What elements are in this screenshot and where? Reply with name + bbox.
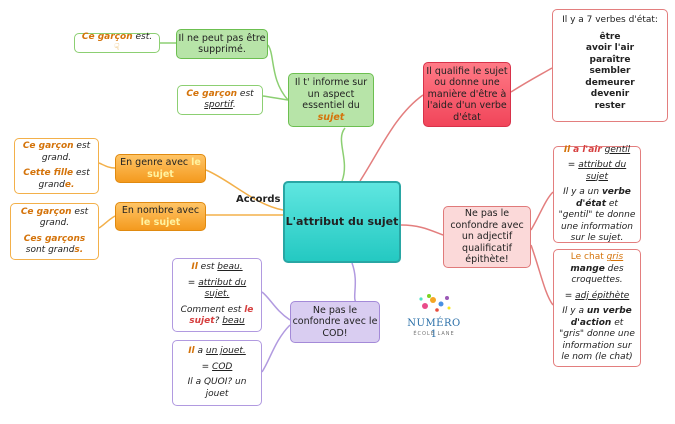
note2-adj: sportif <box>204 100 233 110</box>
logo-subtext: ÉCOLE LANE <box>413 331 455 337</box>
ep1-attr: gentil <box>604 144 631 155</box>
ep1-subj: Il <box>563 144 571 155</box>
ep1-bold: verbe d'état <box>576 187 631 209</box>
note2-end: . <box>232 100 236 110</box>
note-ce-garcon-est[interactable]: Ce garçon est. ☟ <box>74 31 160 53</box>
nombre-l1-rest: est grand. <box>39 206 89 229</box>
cod1-q-attr: beau <box>222 316 245 327</box>
node-en-genre[interactable]: En genre avec le sujet <box>115 154 206 183</box>
cod1-eq: = <box>187 277 199 288</box>
cod2-verb: a <box>194 346 206 356</box>
verbe-etat-text: Il qualifie le sujet ou donne une manièr… <box>426 65 508 123</box>
ep2-adj: gris <box>606 252 624 263</box>
note-genre[interactable]: Ce garçon est grand. Cette fille est gra… <box>14 138 99 194</box>
node-cod[interactable]: Ne pas le confondre avec le COD! <box>290 301 380 343</box>
note-il-a-un-jouet[interactable]: Il a un jouet. = COD Il a QUOI? un jouet <box>172 340 262 406</box>
cod-text: Ne pas le confondre avec le COD! <box>292 304 378 339</box>
logo-text: NUMÉRO 1 <box>407 318 461 340</box>
note1-rest: est. <box>132 31 153 42</box>
genre-l2-subject: Cette fille <box>23 168 74 178</box>
ep2-verb: mange <box>570 263 605 274</box>
note-chat-gris[interactable]: Le chat gris mange des croquettes. = adj… <box>553 249 641 367</box>
cod2-eq: = <box>201 361 213 372</box>
ep2-l3-rest: et "gris" donne une information sur le n… <box>559 317 635 363</box>
nombre-l1-subject: Ce garçon <box>20 206 72 217</box>
genre-l1-rest: est grand. <box>41 141 91 163</box>
cod1-subj: Il <box>191 262 198 273</box>
central-topic-label: L'attribut du sujet <box>285 215 399 229</box>
logo-dots-icon <box>419 294 451 312</box>
note1-subject: Ce garçon <box>81 31 133 42</box>
note2-subject: Ce garçon <box>186 88 238 99</box>
genre-l1-subject: Ce garçon <box>22 141 74 151</box>
note-il-est-beau[interactable]: Il est beau. = attribut du sujet. Commen… <box>172 258 262 332</box>
genre-text: En genre avec <box>120 157 192 168</box>
genre-l2-rest: est grand <box>38 168 90 190</box>
verb-item: avoir l'air <box>585 43 635 53</box>
genre-l2-end: e. <box>64 179 75 190</box>
ep2-rest: des croquettes. <box>571 263 624 286</box>
verb-item: être <box>599 31 621 42</box>
nombre-highlight: le sujet <box>140 216 181 228</box>
node-verbe-etat[interactable]: Il qualifie le sujet ou donne une manièr… <box>423 62 511 127</box>
epithete-text: Ne pas le confondre avec un adjectif qua… <box>450 208 524 266</box>
cod1-val: attribut du sujet. <box>198 277 247 300</box>
nombre-l2-end: s. <box>74 245 84 255</box>
ep2-eq: = <box>564 290 576 301</box>
verb-item: sembler <box>589 66 631 76</box>
note-ce-garcon-sportif[interactable]: Ce garçon est sportif. <box>177 85 263 115</box>
ep1-verb: a l'air <box>573 144 602 155</box>
cod1-q-pre: Comment est <box>180 304 245 315</box>
node-aspect-essentiel[interactable]: Il t' informe sur un aspect essentiel du… <box>288 73 374 127</box>
ep2-pre: Le chat <box>570 252 607 263</box>
nombre-l2-rest: sont grand <box>25 245 75 255</box>
cod2-question: Il a QUOI? un jouet <box>187 377 247 399</box>
ep1-rest: et "gentil" te donne une information sur… <box>558 198 636 244</box>
note2-mid: est <box>237 88 254 99</box>
ep2-val: adj épithète <box>575 290 630 301</box>
ep1-eq: = <box>567 160 579 170</box>
verb-item: demeurer <box>585 77 635 88</box>
central-topic[interactable]: L'attribut du sujet <box>283 181 401 263</box>
accords-label: Accords <box>236 194 281 205</box>
cod2-val: COD <box>212 361 233 372</box>
verb-item: paraître <box>589 54 631 65</box>
genre-highlight: le sujet <box>147 157 201 180</box>
node-en-nombre[interactable]: En nombre avec le sujet <box>115 202 206 231</box>
thumbs-down-icon: ☟ <box>114 43 120 53</box>
cod1-attr: beau. <box>217 262 243 273</box>
cod2-obj: un jouet. <box>205 346 246 356</box>
cod2-subj: Il <box>188 346 195 356</box>
note-a-l-air-gentil[interactable]: Il a l'air gentil = attribut du sujet Il… <box>553 144 641 244</box>
node-epithete[interactable]: Ne pas le confondre avec un adjectif qua… <box>443 206 531 268</box>
cod1-q: ? <box>214 316 223 327</box>
numero1-logo: NUMÉRO 1 ÉCOLE LANE <box>403 290 465 342</box>
cod1-q-subj: le sujet <box>189 304 254 327</box>
aspect-highlight: sujet <box>317 111 345 123</box>
supprime-text: Il ne peut pas être supprimé. <box>178 32 266 56</box>
cod1-verb: est <box>197 262 218 273</box>
verb-item: rester <box>594 100 626 111</box>
ep2-l3-bold: un verbe d'action <box>570 306 632 328</box>
verb-item: devenir <box>590 89 630 99</box>
ep2-l3-pre: Il y a <box>562 306 587 317</box>
verbes-intro: Il y a 7 verbes d'état: <box>562 15 658 25</box>
ep1-pre: Il y a un <box>563 187 602 197</box>
aspect-text: Il t' informe sur un aspect essentiel du <box>294 77 368 111</box>
node-ne-peut-pas-supprime[interactable]: Il ne peut pas être supprimé. <box>176 29 268 59</box>
ep1-val: attribut du sujet <box>578 160 627 182</box>
note-nombre[interactable]: Ce garçon est grand. Ces garçons sont gr… <box>10 203 99 260</box>
nombre-text: En nombre avec <box>121 205 200 216</box>
nombre-l2-subject: Ces garçons <box>23 233 86 244</box>
